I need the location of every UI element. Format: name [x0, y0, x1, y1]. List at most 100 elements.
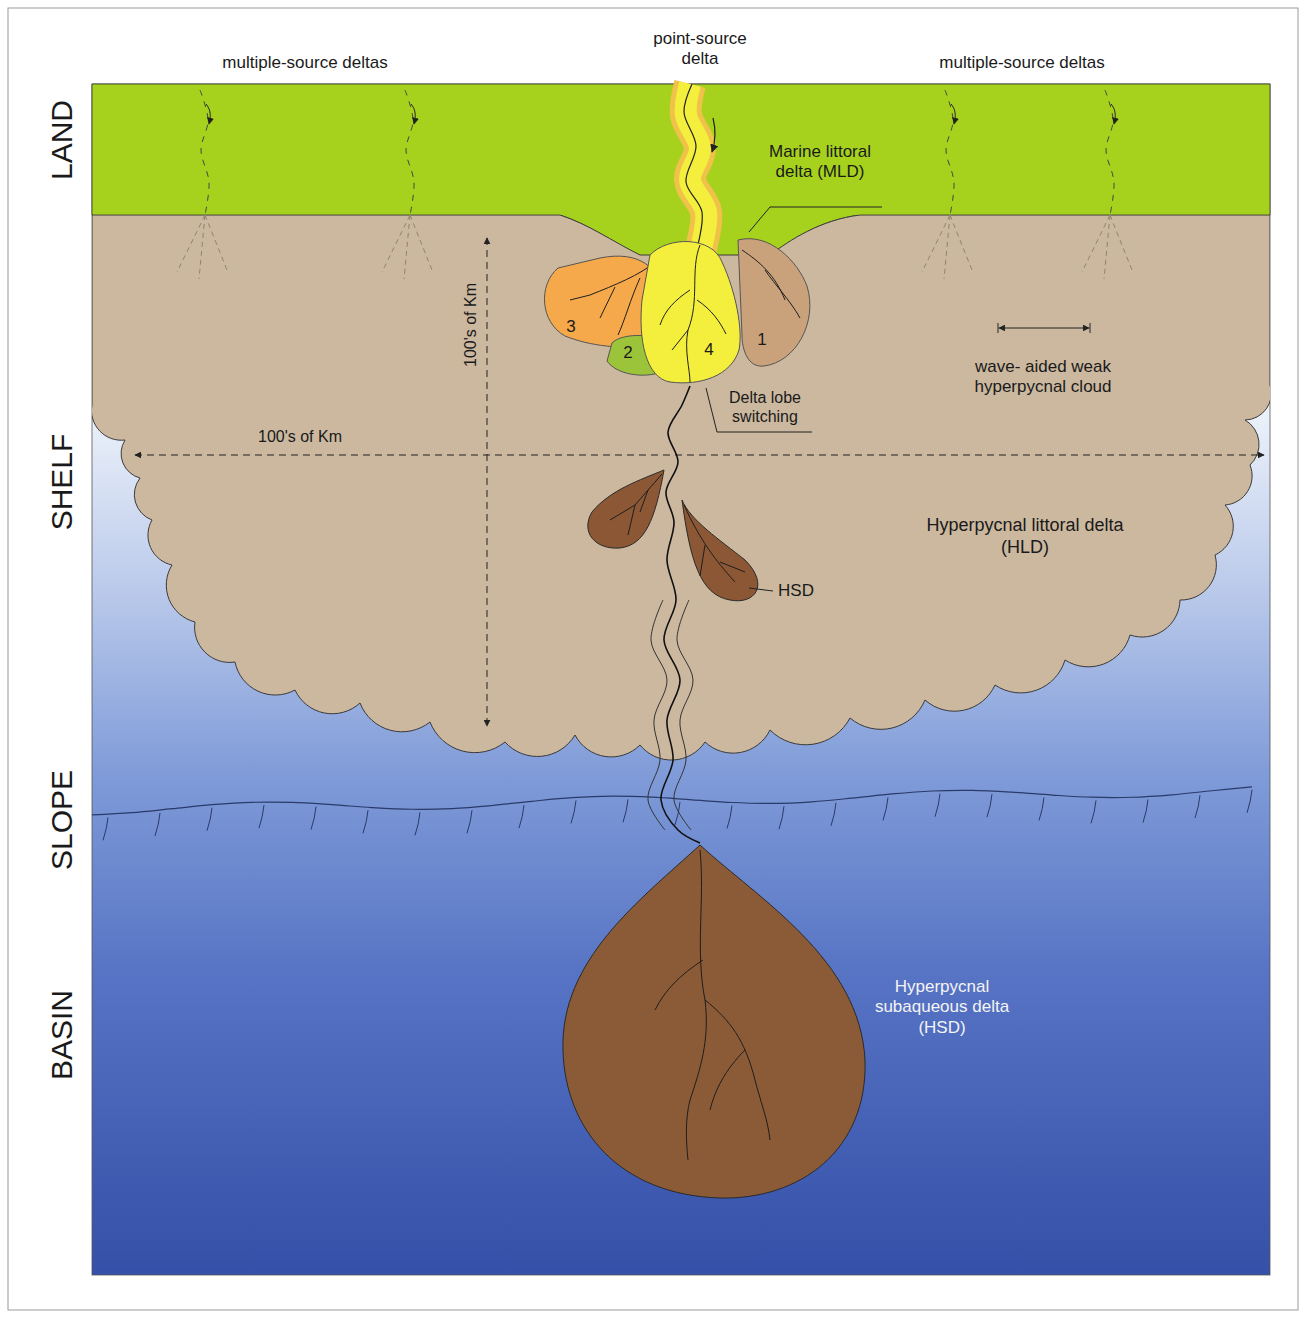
zone-label: SHELF	[44, 434, 80, 531]
node-shape	[538, 246, 664, 352]
minor-distributary	[177, 215, 205, 272]
distributary-channel	[684, 505, 735, 582]
slope-tick	[727, 806, 732, 829]
minor-distributary	[922, 215, 950, 272]
zone-label: SLOPE	[44, 770, 80, 870]
dimension-arrow	[135, 455, 1264, 456]
distributary-channel	[672, 330, 688, 350]
slope-tick	[103, 817, 108, 840]
distributary-channel	[610, 474, 662, 520]
slope-tick	[675, 802, 680, 825]
distributary-channel	[628, 505, 635, 535]
slope-tick	[207, 808, 212, 831]
callout-number: 3	[566, 317, 575, 337]
distributary-channel	[570, 262, 655, 300]
slope-tick	[259, 805, 264, 828]
node-shape-group	[641, 242, 740, 383]
minor-distributary	[205, 215, 227, 270]
slope-tick	[935, 794, 940, 817]
shelf-subaqueous-lobe	[682, 500, 758, 601]
node-outline	[607, 335, 662, 375]
region-label: Hyperpycnal littoral delta (HLD)	[905, 515, 1145, 558]
dimension-label: 100's of Km	[258, 427, 342, 446]
minor-distributary	[1104, 215, 1110, 279]
oscillation-arrow	[999, 328, 1089, 329]
minor-river	[1105, 90, 1114, 215]
node-shape	[638, 234, 745, 386]
process-label: wave- aided weak hyperpycnal cloud	[973, 357, 1113, 398]
minor-distributary	[1110, 215, 1132, 270]
canyon-wall	[674, 600, 693, 830]
node-shape-group	[738, 239, 810, 366]
slope-tick	[987, 794, 992, 817]
slope-tick	[1247, 790, 1252, 813]
distributary-channel	[618, 278, 640, 335]
flow-arrow	[712, 118, 715, 152]
flow-arrow	[411, 104, 415, 124]
source-label: multiple-source deltas	[222, 53, 387, 73]
shelf-region: Hyperpycnal littoral delta (HLD)3241	[92, 215, 1270, 775]
distributary-channel	[600, 287, 615, 318]
distributary-channel	[742, 250, 785, 300]
distributary-channel	[655, 960, 703, 1010]
minor-river	[945, 90, 954, 215]
slope-tick	[415, 812, 420, 835]
node-shape	[92, 215, 1270, 775]
feeder-channel	[661, 386, 700, 843]
minor-river	[200, 90, 209, 215]
delta-lobe: 2	[605, 331, 664, 381]
delta-lobe: 4	[638, 234, 745, 386]
slope-tick	[467, 810, 472, 833]
node-shape	[558, 843, 1026, 1205]
minor-distributary	[199, 215, 205, 279]
flow-arrow	[206, 104, 210, 124]
callout-number: 2	[623, 343, 632, 363]
delta-lobe: 3	[538, 246, 664, 352]
minor-river	[405, 90, 414, 215]
slope-tick	[831, 803, 836, 826]
slope-break-line	[92, 787, 1252, 815]
minor-distributary	[404, 215, 410, 279]
outer-frame	[8, 8, 1298, 1310]
distributary-channel	[686, 1100, 690, 1160]
shelf-subaqueous-lobe	[588, 470, 664, 548]
node-shape-group	[544, 256, 662, 347]
river-channel	[684, 84, 702, 252]
distributary-channel	[697, 300, 726, 334]
minor-distributary	[410, 215, 432, 270]
canyon-wall	[648, 600, 667, 830]
distributary-channel	[765, 270, 800, 318]
subaqueous-delta-fan: Hyperpycnal subaqueous delta (HSD)	[558, 843, 1026, 1205]
river	[686, 84, 707, 252]
arrow-end-tick	[998, 323, 1090, 333]
source-label: point-source delta	[645, 29, 755, 70]
node-shape	[605, 331, 664, 381]
slope-tick	[363, 810, 368, 833]
zone-label: BASIN	[44, 990, 80, 1080]
delta-label: HSD	[778, 581, 814, 601]
distributary-channel	[720, 562, 745, 572]
leader-line	[749, 207, 882, 232]
distributary-channel	[690, 850, 706, 1100]
slope-tick	[1091, 800, 1096, 823]
distributary-channel	[700, 545, 705, 576]
node-outline	[641, 242, 740, 383]
slope-tick	[779, 806, 784, 829]
node-outline	[738, 239, 810, 366]
delta-label: Marine littoral delta (MLD)	[761, 142, 879, 183]
distributary-channel	[705, 1000, 770, 1140]
dimension-label: 100's of Km	[461, 283, 480, 367]
flow-arrow	[1111, 104, 1115, 124]
slope-tick	[1143, 800, 1148, 823]
callout-number: 4	[704, 340, 713, 360]
minor-distributary	[1082, 215, 1110, 272]
process-label: Delta lobe switching	[718, 388, 813, 426]
region-label: Hyperpycnal subaqueous delta (HSD)	[867, 977, 1017, 1038]
distributary-channel	[710, 1050, 745, 1110]
sea	[92, 84, 1270, 1275]
distributary-channel	[660, 290, 690, 325]
